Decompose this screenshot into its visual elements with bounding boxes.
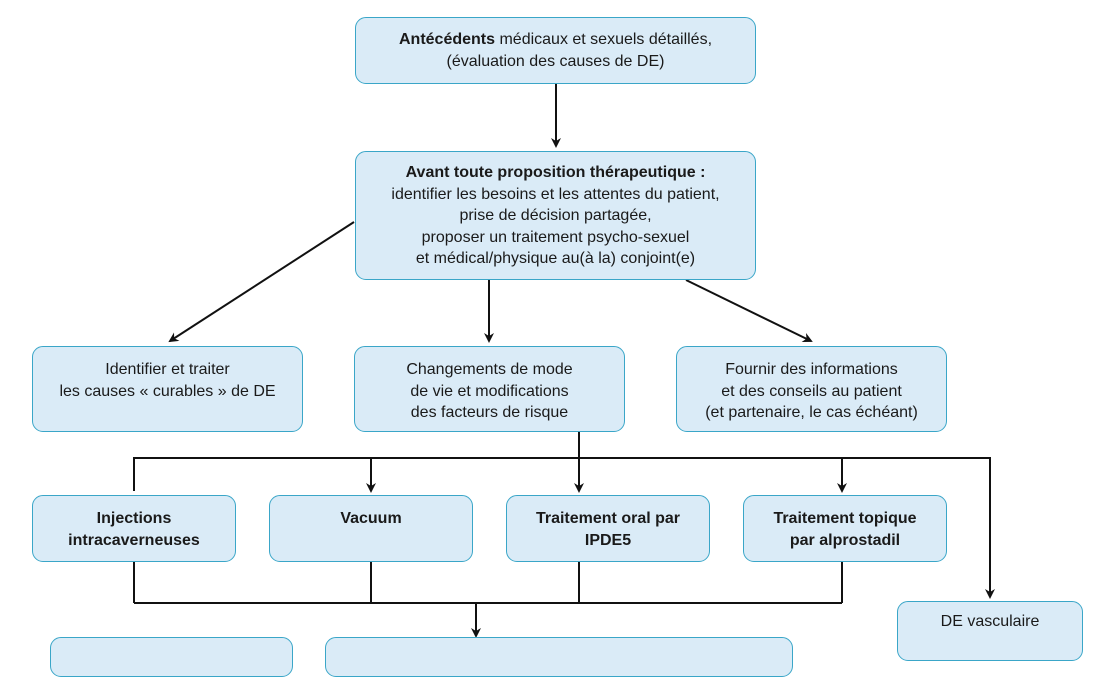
oral-line: IPDE5 bbox=[584, 531, 632, 549]
topical-line: Traitement topique bbox=[773, 510, 917, 527]
information-line: Fournir des informations bbox=[725, 361, 898, 378]
lifestyle-line: de vie et modifications bbox=[410, 382, 569, 400]
node-bottom-center-partial bbox=[325, 637, 793, 677]
lifestyle-line: Changements de mode bbox=[406, 361, 573, 378]
vascular-line: DE vasculaire bbox=[940, 613, 1040, 630]
before-therapy-title: Avant toute proposition thérapeutique : bbox=[405, 164, 706, 181]
history-bold: Antécédents bbox=[398, 31, 496, 48]
vacuum-line: Vacuum bbox=[340, 510, 402, 527]
distribution-bus bbox=[133, 457, 995, 599]
before-therapy-line: proposer un traitement psycho-sexuel bbox=[421, 228, 690, 246]
history-line2: (évaluation des causes de DE) bbox=[446, 52, 665, 70]
node-oral: Traitement oral par IPDE5 bbox=[506, 495, 710, 562]
information-line: et des conseils au patient bbox=[721, 382, 902, 400]
node-injections: Injections intracaverneuses bbox=[32, 495, 236, 562]
oral-line: Traitement oral par bbox=[535, 510, 681, 527]
topical-line: par alprostadil bbox=[789, 531, 901, 549]
connectors bbox=[133, 84, 995, 638]
curable-causes-line: les causes « curables » de DE bbox=[59, 382, 276, 400]
information-line: (et partenaire, le cas échéant) bbox=[705, 404, 918, 421]
arrow-to-information bbox=[685, 279, 813, 342]
history-text: médicaux et sexuels détaillés, bbox=[495, 31, 713, 48]
node-information: Fournir des informations et des conseils… bbox=[676, 346, 947, 432]
before-therapy-line: identifier les besoins et les attentes d… bbox=[391, 185, 720, 203]
before-therapy-line: prise de décision partagée, bbox=[459, 207, 652, 224]
before-therapy-line: et médical/physique au(à la) conjoint(e) bbox=[415, 250, 696, 267]
injections-line: Injections bbox=[96, 510, 172, 527]
node-bottom-left-partial bbox=[50, 637, 293, 677]
node-curable-causes: Identifier et traiter les causes « curab… bbox=[32, 346, 303, 432]
lifestyle-line: des facteurs de risque bbox=[410, 404, 569, 421]
node-lifestyle: Changements de mode de vie et modificati… bbox=[354, 346, 625, 432]
node-vascular: DE vasculaire bbox=[897, 601, 1083, 661]
node-topical: Traitement topique par alprostadil bbox=[743, 495, 947, 562]
node-history: Antécédents médicaux et sexuels détaillé… bbox=[355, 17, 756, 84]
arrow-to-curable-causes bbox=[168, 221, 355, 343]
curable-causes-line: Identifier et traiter bbox=[105, 361, 230, 378]
node-before-therapy: Avant toute proposition thérapeutique : … bbox=[355, 151, 756, 280]
node-vacuum: Vacuum bbox=[269, 495, 473, 562]
injections-line: intracaverneuses bbox=[68, 531, 200, 549]
